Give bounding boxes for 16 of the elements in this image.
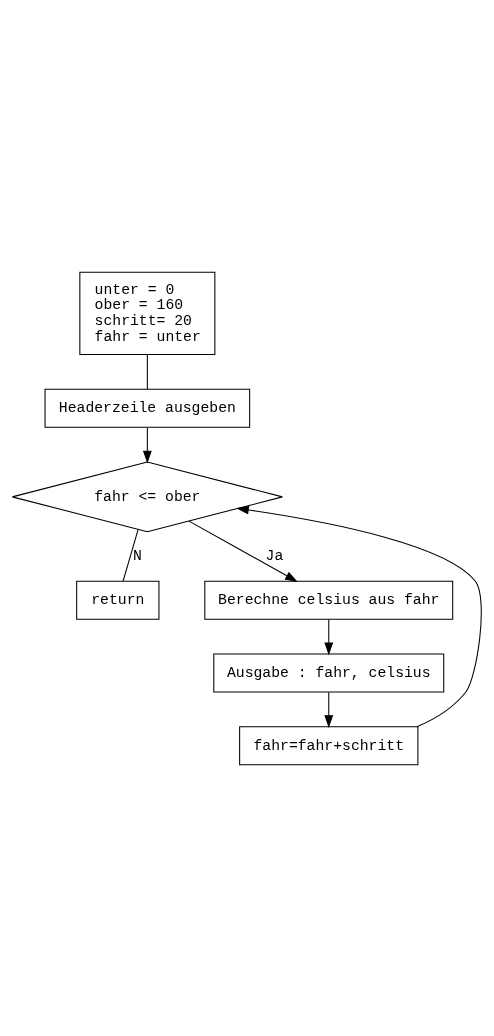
node-box: fahr=fahr+schritt xyxy=(239,725,419,765)
edge-label: Ja xyxy=(265,547,284,564)
node-box: Berechne celsius aus fahr xyxy=(204,580,454,620)
arrow xyxy=(324,691,334,728)
node-box: Headerzeile ausgeben xyxy=(44,388,251,428)
node-box: return xyxy=(76,580,160,620)
arrow xyxy=(142,426,152,463)
edge-label: N xyxy=(132,547,142,564)
arrow xyxy=(324,618,334,655)
connector xyxy=(122,528,139,582)
connector xyxy=(146,353,148,389)
arrow xyxy=(236,505,482,727)
node-diamond: fahr <= ober xyxy=(11,461,283,532)
arrow xyxy=(188,520,298,582)
node-box: unter = 0 ober = 160 schritt= 20 fahr = unter xyxy=(79,271,216,355)
node-box: Ausgabe : fahr, celsius xyxy=(213,653,445,693)
